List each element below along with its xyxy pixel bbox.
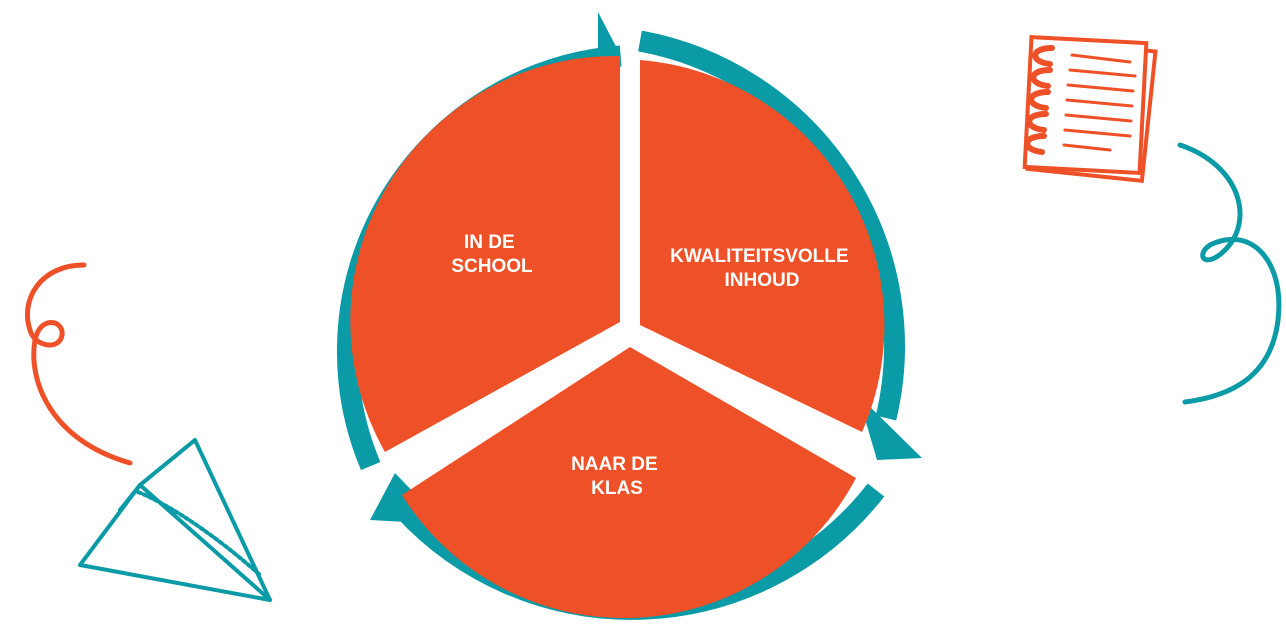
red-swirl-doodle xyxy=(24,262,133,466)
label-kwaliteitsvolle-inhoud-line1: KWALITEITSVOLLE xyxy=(670,246,848,267)
segment-naar-de-klas xyxy=(402,347,856,619)
notebook-icon xyxy=(1022,35,1158,184)
segment-kwaliteitsvolle-inhoud xyxy=(640,60,885,432)
pie-segments xyxy=(350,55,885,619)
label-in-de-school: IN DE SCHOOL xyxy=(451,232,533,277)
paper-plane-icon xyxy=(78,438,272,602)
segment-in-de-school xyxy=(350,55,620,453)
label-in-de-school-line2: SCHOOL xyxy=(451,256,533,277)
teal-swirl-doodle xyxy=(1177,142,1282,405)
label-naar-de-klas-line2: KLAS xyxy=(591,478,643,499)
label-kwaliteitsvolle-inhoud-line2: INHOUD xyxy=(725,270,800,291)
label-naar-de-klas: NAAR DE KLAS xyxy=(571,454,663,499)
label-in-de-school-line1: IN DE xyxy=(464,232,515,253)
cycle-arrow-right xyxy=(638,30,922,460)
label-kwaliteitsvolle-inhoud: KWALITEITSVOLLE INHOUD xyxy=(670,246,854,291)
label-naar-de-klas-line1: NAAR DE xyxy=(571,454,658,475)
